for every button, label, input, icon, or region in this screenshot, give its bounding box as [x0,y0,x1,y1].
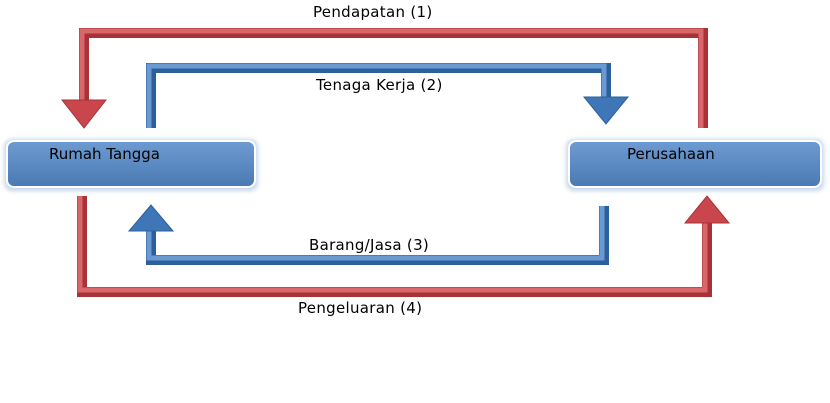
firm-node-label: Perusahaan [627,145,715,163]
expenditure-arrow-head [683,195,731,224]
income-label: Pendapatan (1) [313,3,432,21]
expenditure-label: Pengeluaran (4) [298,299,422,317]
income-arrow-shaft-highlight [79,28,704,128]
labor-arrow-head [582,96,630,125]
goods-label: Barang/Jasa (3) [309,236,429,254]
expenditure-arrow [77,195,731,297]
goods-arrow-shaft-highlight [146,206,605,261]
household-node: Rumah Tangga [4,139,258,191]
labor-arrow [146,63,630,128]
firm-node: Perusahaan [566,139,824,191]
income-arrow-head [60,99,108,129]
household-node-box [6,140,256,188]
income-arrow [60,28,708,129]
goods-arrow [127,204,609,265]
labor-arrow-shaft-highlight [146,63,607,128]
firm-node-box [568,140,822,188]
goods-arrow-head [127,204,175,232]
labor-label: Tenaga Kerja (2) [315,76,443,94]
expenditure-arrow-shaft-highlight [77,196,708,293]
household-node-label: Rumah Tangga [49,145,160,163]
